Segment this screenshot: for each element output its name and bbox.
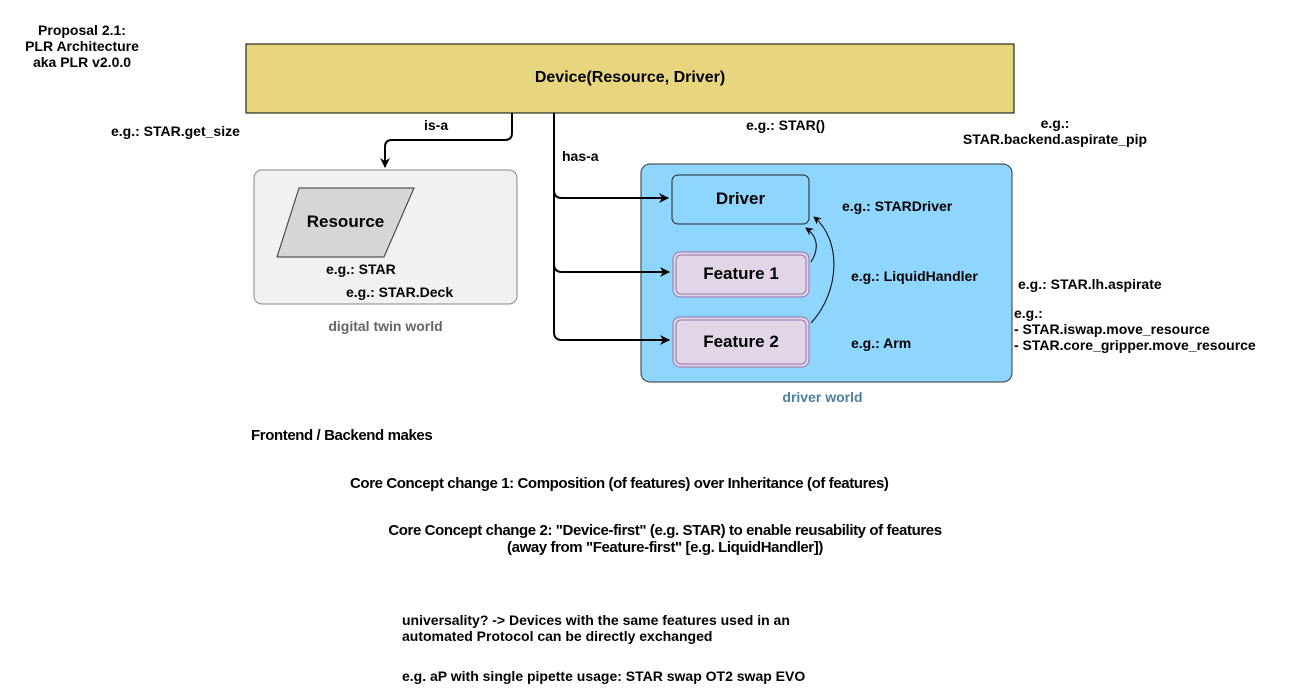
note-frontend-backend: Frontend / Backend makes (251, 427, 433, 444)
driver-world-caption: driver world (782, 389, 863, 405)
annotation-backend-line: e.g.: (1040, 115, 1070, 131)
has-a-edge-feature2[interactable] (553, 264, 670, 345)
note-concept-2-line: Core Concept change 2: "Device-first" (e… (388, 522, 942, 539)
annotation-star-constructor: e.g.: STAR() (746, 117, 826, 133)
feature2-label: Feature 2 (703, 332, 779, 351)
is-a-label: is-a (424, 117, 449, 133)
driver-label: Driver (715, 189, 766, 208)
note-swap-example: e.g. aP with single pipette usage: STAR … (402, 668, 806, 684)
has-a-label: has-a (562, 148, 599, 164)
note-concept-1: Core Concept change 1: Composition (of f… (350, 475, 889, 492)
feature1-box-shape[interactable] (672, 251, 810, 298)
title-line: PLR Architecture (25, 38, 139, 54)
resource-example-star: e.g.: STAR (326, 261, 396, 277)
note-concept-2: Core Concept change 2: "Device-first" (e… (340, 522, 990, 556)
annotation-move-line: - STAR.core_gripper.move_resource (1014, 337, 1256, 353)
device-label: Device(Resource, Driver) (534, 69, 726, 86)
annotation-lh-aspirate: e.g.: STAR.lh.aspirate (1018, 276, 1162, 292)
note-concept-2-line: (away from "Feature-first" [e.g. LiquidH… (507, 539, 823, 556)
device-box-shape[interactable] (245, 43, 1015, 114)
feature1-to-driver-edge[interactable] (805, 227, 817, 263)
feature2-box-shape[interactable] (672, 316, 810, 368)
resource-example-deck: e.g.: STAR.Deck (346, 284, 454, 300)
resource-shape[interactable] (276, 187, 415, 258)
annotation-backend: e.g.: STAR.backend.aspirate_pip (960, 115, 1150, 147)
annotation-move-line: - STAR.iswap.move_resource (1014, 321, 1210, 337)
driver-example: e.g.: STARDriver (842, 198, 953, 214)
note-universality-line: automated Protocol can be directly excha… (402, 628, 713, 644)
feature1-example: e.g.: LiquidHandler (851, 268, 978, 284)
feature2-example: e.g.: Arm (851, 335, 912, 351)
annotation-move-resource: e.g.: - STAR.iswap.move_resource - STAR.… (1014, 305, 1256, 353)
is-a-edge[interactable] (380, 113, 513, 168)
driver-box-shape[interactable] (671, 174, 810, 225)
annotation-move-line: e.g.: (1014, 305, 1043, 321)
digital-twin-world-caption: digital twin world (328, 318, 443, 334)
note-universality-line: universality? -> Devices with the same f… (402, 612, 790, 628)
feature2-to-driver-edge[interactable] (810, 216, 835, 324)
title-line: Proposal 2.1: (38, 22, 126, 38)
annotation-get-size: e.g.: STAR.get_size (111, 123, 240, 139)
diagram-title: Proposal 2.1: PLR Architecture aka PLR v… (8, 22, 156, 70)
feature1-label: Feature 1 (703, 264, 779, 283)
title-line: aka PLR v2.0.0 (32, 54, 132, 70)
annotation-backend-line: STAR.backend.aspirate_pip (962, 131, 1148, 147)
resource-label: Resource (306, 212, 385, 231)
note-universality: universality? -> Devices with the same f… (402, 612, 790, 644)
